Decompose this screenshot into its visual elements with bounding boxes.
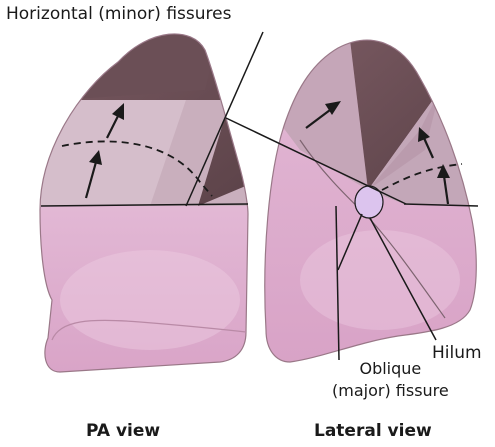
horizontal-fissures-label: Horizontal (minor) fissures <box>6 4 231 24</box>
lateral-view-caption: Lateral view <box>314 421 432 441</box>
oblique-label-line1: Oblique <box>332 358 449 380</box>
oblique-label-line2: (major) fissure <box>332 380 449 402</box>
pa-lung <box>30 30 260 390</box>
pa-view-caption: PA view <box>86 421 160 441</box>
oblique-fissure-label: Oblique (major) fissure <box>332 358 449 402</box>
